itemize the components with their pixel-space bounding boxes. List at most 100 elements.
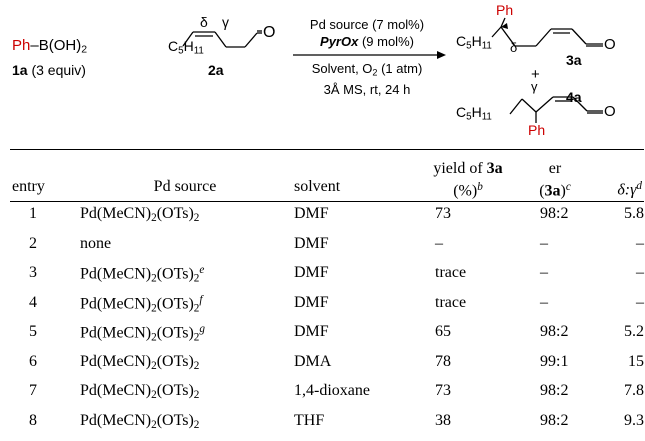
cell-solvent: DMF	[294, 235, 329, 253]
substrate-chain: C5H11	[168, 38, 204, 56]
header-er: er (3a)c	[525, 159, 585, 201]
header-yield-line1: yield of 3a	[418, 159, 518, 178]
header-entry: entry	[12, 177, 62, 196]
cell-yield: trace	[435, 264, 466, 282]
condition-pd-source: Pd source (7 mol%)	[297, 16, 437, 33]
cell-pd-source: none	[80, 235, 111, 253]
yield-unit: (%)	[453, 183, 477, 200]
header-pd-source: Pd source	[130, 177, 240, 196]
cell-solvent: DMF	[294, 323, 329, 341]
cell-entry: 3	[18, 264, 48, 282]
product-3a-delta: δ	[510, 40, 517, 55]
cell-solvent: DMF	[294, 264, 329, 282]
chain-sub2: 11	[194, 45, 204, 56]
ratio-text: δ:γ	[617, 182, 636, 199]
header-er-line2: (3a)c	[525, 178, 585, 201]
cell-yield: 65	[435, 323, 451, 341]
gamma-label: γ	[222, 14, 229, 30]
header-yield-line2: (%)b	[418, 178, 518, 201]
condition-solvent: Solvent, O2 (1 atm)	[297, 60, 437, 81]
cell-er: –	[540, 264, 548, 282]
pd-base: Pd(MeCN)	[80, 382, 151, 399]
er-compound: 3a	[545, 183, 561, 200]
cell-pd-source: Pd(MeCN)2(OTs)2	[80, 205, 199, 224]
cell-entry: 5	[18, 323, 48, 341]
p3-chain-c: C	[456, 33, 466, 49]
header-ratio: δ:γd	[596, 177, 642, 200]
cell-er: 98:2	[540, 412, 568, 430]
cell-er: 99:1	[540, 353, 568, 371]
cell-er: 98:2	[540, 323, 568, 341]
cell-yield: 73	[435, 382, 451, 400]
conditions-below: Solvent, O2 (1 atm) 3Å MS, rt, 24 h	[297, 60, 437, 98]
cell-er: –	[540, 294, 548, 312]
substrate-oxygen: O	[263, 24, 275, 42]
product-4a-label: 4a	[566, 89, 582, 105]
cell-ratio: 7.8	[608, 382, 644, 400]
cell-yield: 73	[435, 205, 451, 223]
reaction-arrow	[293, 51, 446, 59]
substrate-label: 2a	[208, 62, 224, 78]
table-row: 1 Pd(MeCN)2(OTs)2 DMF 73 98:2 5.8	[10, 205, 644, 235]
cell-er: 98:2	[540, 382, 568, 400]
pd-tail-sub: 2	[194, 389, 200, 401]
yield-footnote: b	[477, 181, 483, 193]
table-header-rule	[10, 201, 644, 202]
pd-tail-sub: 2	[194, 418, 200, 430]
cell-pd-source: Pd(MeCN)2(OTs)2	[80, 353, 199, 372]
cell-pd-source: Pd(MeCN)2(OTs)2	[80, 382, 199, 401]
cell-ratio: –	[608, 235, 644, 253]
conditions-above: Pd source (7 mol%) PyrOx (9 mol%)	[297, 16, 437, 50]
pd-mid: (OTs)	[157, 412, 194, 429]
pd-footnote: f	[199, 294, 202, 306]
yield-text: yield of	[433, 160, 486, 177]
cell-yield: trace	[435, 294, 466, 312]
ratio-footnote: d	[636, 180, 642, 192]
cell-yield: 38	[435, 412, 451, 430]
cell-er: 98:2	[540, 205, 568, 223]
chain-h: H	[184, 38, 194, 54]
header-solvent: solvent	[294, 177, 354, 196]
cell-ratio: 9.3	[608, 412, 644, 430]
cell-entry: 6	[18, 353, 48, 371]
pressure-text: (1 atm)	[377, 61, 422, 76]
yield-compound: 3a	[487, 160, 503, 177]
ligand-name: PyrOx	[320, 34, 358, 49]
pd-base: Pd(MeCN)	[80, 325, 151, 342]
pd-footnote-letter: f	[199, 294, 202, 306]
pd-footnote: g	[199, 323, 205, 335]
pd-mid: (OTs)	[157, 205, 194, 222]
cell-pd-source: Pd(MeCN)2(OTs)2g	[80, 323, 205, 343]
cell-ratio: 5.8	[608, 205, 644, 223]
cell-solvent: DMA	[294, 353, 331, 371]
table-row: 3 Pd(MeCN)2(OTs)2e DMF trace – –	[10, 264, 644, 294]
cell-entry: 4	[18, 294, 48, 312]
pd-footnote: e	[199, 264, 204, 276]
cell-entry: 2	[18, 235, 48, 253]
pd-mid: (OTs)	[157, 266, 194, 283]
cell-solvent: DMF	[294, 205, 329, 223]
product-3a-phenyl: Ph	[496, 2, 513, 18]
cell-ratio: –	[608, 264, 644, 282]
condition-ligand: PyrOx (9 mol%)	[297, 33, 437, 50]
cell-solvent: THF	[294, 412, 324, 430]
pd-mid: (OTs)	[157, 382, 194, 399]
er-text: er	[525, 159, 585, 178]
cell-pd-source: Pd(MeCN)2(OTs)2	[80, 412, 199, 431]
cell-ratio: 15	[608, 353, 644, 371]
pd-mid: (OTs)	[157, 295, 194, 312]
condition-sieves: 3Å MS, rt, 24 h	[297, 81, 437, 98]
cell-pd-source: Pd(MeCN)2(OTs)2e	[80, 264, 204, 284]
pd-mid: (OTs)	[157, 325, 194, 342]
product-3a-oxygen: O	[604, 36, 616, 53]
delta-label: δ	[200, 14, 208, 30]
cell-entry: 1	[18, 205, 48, 223]
cell-er: –	[540, 235, 548, 253]
pd-tail-sub: 2	[194, 212, 200, 224]
pd-base: Pd(MeCN)	[80, 412, 151, 429]
